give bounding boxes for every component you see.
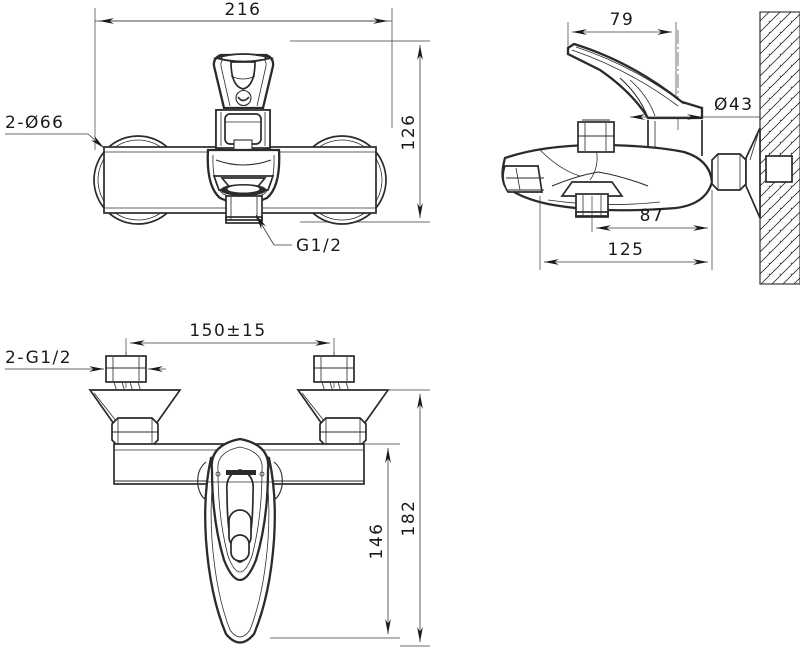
front-outlet-nipple <box>225 195 263 224</box>
front-diverter-housing <box>206 148 281 205</box>
dim-146-label: 146 <box>367 523 387 560</box>
bottom-spout-outline <box>197 437 283 644</box>
front-elevation-view: 216 126 2-Ø66 <box>5 0 430 256</box>
dimension-overall-182: 182 <box>364 389 430 647</box>
bottom-left-inlet <box>88 352 182 447</box>
side-spout-body <box>501 143 714 212</box>
dimension-width-216: 216 <box>99 0 388 24</box>
front-lever-cap <box>212 53 275 110</box>
dim-125-label: 125 <box>608 240 645 260</box>
callout-cartridge-dia: Ø43 <box>630 95 760 120</box>
callout-outlet-thread: G1/2 <box>255 214 343 256</box>
dim-126-label: 126 <box>399 114 419 151</box>
dimension-body-146: 146 <box>270 443 400 639</box>
dim-150-label: 150±15 <box>189 321 266 341</box>
dimension-lever-79: 79 <box>567 10 677 110</box>
dimension-height-126: 126 <box>399 45 423 218</box>
callout-mount-holes: 2-Ø66 <box>5 113 105 149</box>
side-lever-handle <box>566 42 704 120</box>
dim-87-label: 87 <box>640 206 665 226</box>
dimension-projection-125: 125 <box>539 196 713 270</box>
dim-79-label: 79 <box>610 10 635 30</box>
side-view: 79 Ø43 <box>501 10 800 285</box>
callout-g12-label: G1/2 <box>296 236 343 256</box>
callout-2-d66-label: 2-Ø66 <box>5 113 64 133</box>
front-height-extension-lines <box>290 40 430 223</box>
side-wall-connector <box>711 127 761 219</box>
bottom-right-inlet <box>296 352 390 447</box>
dim-182-label: 182 <box>399 500 419 537</box>
callout-2g12-label: 2-G1/2 <box>5 348 72 368</box>
callout-inlet-threads: 2-G1/2 <box>5 348 166 372</box>
brand-logo-mark <box>226 470 256 475</box>
dimension-centers-150: 150±15 <box>125 321 335 362</box>
dimension-diverter-87: 87 <box>591 190 713 232</box>
wall-section <box>759 11 800 285</box>
callout-d43-label: Ø43 <box>714 95 754 115</box>
bottom-plan-view: 150±15 2-G1/2 <box>5 321 430 647</box>
side-hose-connector <box>577 119 615 153</box>
dim-216-label: 216 <box>225 0 262 20</box>
front-cartridge-collar <box>224 113 262 151</box>
